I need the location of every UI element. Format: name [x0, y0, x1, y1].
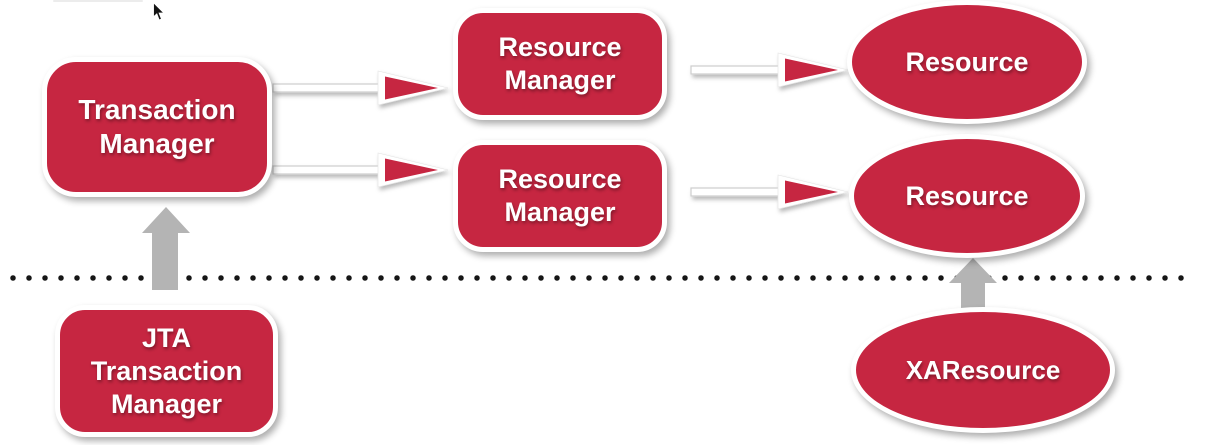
node-label-line: Resource	[498, 32, 622, 62]
node-label-line: Resource	[498, 164, 622, 194]
block-arrow-up-jta-to-tm	[142, 207, 190, 290]
node-label-line: Resource	[905, 180, 1029, 211]
connector-rm1-to-resource1	[690, 52, 849, 88]
arrow-head-icon	[385, 158, 438, 182]
node-jta-transaction-manager: JTA Transaction Manager	[55, 305, 278, 437]
arrow-shaft	[690, 65, 783, 75]
arrow-head-icon	[785, 58, 838, 82]
node-xa-resource: XAResource	[851, 307, 1115, 433]
arrow-head-icon	[385, 76, 438, 100]
arrow-shaft	[272, 83, 383, 93]
node-label-line: JTA	[141, 322, 191, 353]
node-resource-1: Resource	[847, 0, 1087, 124]
node-label-line: Manager	[99, 128, 215, 159]
connector-tm-to-rm1	[272, 70, 449, 106]
slide-edge-artifact	[53, 0, 143, 2]
arrow-shaft	[272, 165, 383, 175]
mouse-cursor-icon	[152, 2, 166, 21]
node-label-line: Transaction	[90, 355, 243, 386]
node-label-line: Manager	[504, 65, 616, 95]
node-resource-manager-1: Resource Manager	[453, 8, 667, 120]
node-resource-manager-2: Resource Manager	[453, 140, 667, 252]
divider-dotted-line	[2, 274, 1188, 282]
connector-rm2-to-resource2	[690, 174, 849, 210]
connector-tm-to-rm2	[272, 152, 449, 188]
node-resource-2: Resource	[849, 134, 1085, 258]
node-transaction-manager: Transaction Manager	[42, 57, 272, 197]
arrow-head-icon	[785, 180, 838, 204]
block-arrow-up-xa-to-resource2	[949, 258, 997, 308]
node-label-line: Manager	[110, 388, 223, 419]
arrow-shaft	[690, 187, 783, 197]
node-label-line: Resource	[905, 46, 1029, 77]
node-label-line: Transaction	[78, 94, 236, 125]
node-label-line: XAResource	[905, 354, 1061, 385]
node-label-line: Manager	[504, 197, 616, 227]
